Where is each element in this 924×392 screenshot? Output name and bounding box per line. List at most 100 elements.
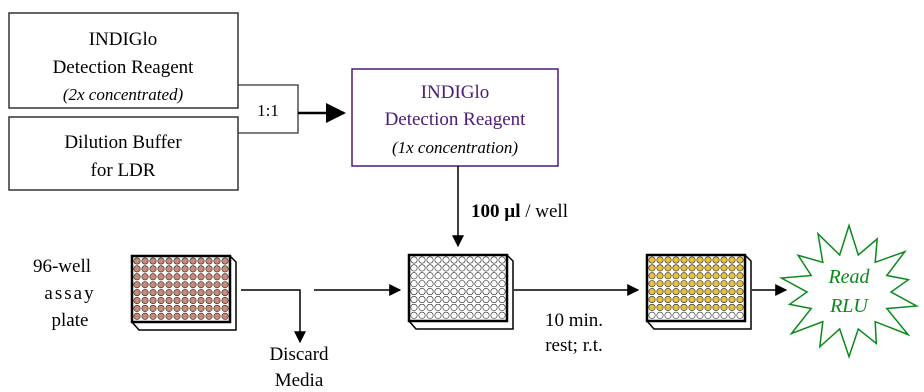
well	[434, 303, 442, 311]
well	[133, 312, 141, 320]
reagent-1x-box: INDIGlo Detection Reagent (1x concentrat…	[351, 68, 559, 167]
well	[442, 295, 450, 303]
well	[426, 288, 434, 296]
well	[189, 281, 197, 289]
well	[434, 256, 442, 264]
well	[688, 272, 696, 280]
well	[149, 296, 157, 304]
well	[205, 281, 213, 289]
well	[736, 280, 744, 288]
well	[712, 256, 720, 264]
well	[688, 264, 696, 272]
well	[173, 257, 181, 265]
well	[197, 289, 205, 297]
well	[466, 295, 474, 303]
well	[482, 295, 490, 303]
plate-label-line3: plate	[52, 310, 89, 331]
well	[410, 295, 418, 303]
reagent-1x-line1: INDIGlo	[421, 82, 490, 103]
well	[205, 289, 213, 297]
well	[466, 311, 474, 319]
well	[728, 295, 736, 303]
well	[141, 304, 149, 312]
well	[656, 264, 664, 272]
well	[450, 303, 458, 311]
well	[458, 264, 466, 272]
well	[490, 303, 498, 311]
well	[458, 295, 466, 303]
well	[680, 288, 688, 296]
well	[728, 288, 736, 296]
well	[426, 295, 434, 303]
well	[498, 311, 506, 319]
well	[466, 256, 474, 264]
well	[712, 272, 720, 280]
well	[712, 280, 720, 288]
well	[442, 303, 450, 311]
well	[165, 312, 173, 320]
well	[736, 288, 744, 296]
incubation-line1: 10 min.	[545, 310, 603, 331]
well	[474, 256, 482, 264]
well	[205, 296, 213, 304]
readout-line1: Read	[827, 266, 870, 288]
well	[490, 264, 498, 272]
well	[450, 295, 458, 303]
well	[157, 257, 165, 265]
well	[648, 264, 656, 272]
well	[165, 273, 173, 281]
well	[213, 257, 221, 265]
well	[664, 256, 672, 264]
well	[672, 280, 680, 288]
well	[426, 264, 434, 272]
well	[656, 295, 664, 303]
well	[482, 288, 490, 296]
well	[482, 303, 490, 311]
well	[149, 257, 157, 265]
well	[434, 311, 442, 319]
well	[450, 280, 458, 288]
well	[696, 256, 704, 264]
well	[418, 311, 426, 319]
well	[173, 281, 181, 289]
well	[688, 311, 696, 319]
well	[672, 311, 680, 319]
well	[474, 264, 482, 272]
well	[418, 303, 426, 311]
well	[458, 280, 466, 288]
well	[712, 295, 720, 303]
well	[181, 257, 189, 265]
well	[474, 295, 482, 303]
well	[133, 265, 141, 273]
well	[664, 288, 672, 296]
well	[696, 280, 704, 288]
well	[205, 304, 213, 312]
well	[197, 257, 205, 265]
well	[450, 288, 458, 296]
well	[696, 288, 704, 296]
well	[165, 281, 173, 289]
well	[410, 256, 418, 264]
well	[664, 303, 672, 311]
well	[181, 265, 189, 273]
plate-label-line2: assay	[44, 283, 95, 304]
well	[648, 311, 656, 319]
dilution-buffer-box: Dilution Buffer for LDR	[8, 116, 239, 191]
well	[149, 265, 157, 273]
well	[736, 303, 744, 311]
well	[141, 257, 149, 265]
well	[173, 273, 181, 281]
well	[664, 295, 672, 303]
well	[165, 296, 173, 304]
well	[442, 311, 450, 319]
well	[680, 272, 688, 280]
well	[672, 303, 680, 311]
well	[656, 272, 664, 280]
well	[410, 288, 418, 296]
well	[458, 311, 466, 319]
reagent-2x-line2: Detection Reagent	[53, 57, 195, 78]
well	[680, 295, 688, 303]
well	[720, 264, 728, 272]
well	[680, 303, 688, 311]
well	[410, 311, 418, 319]
